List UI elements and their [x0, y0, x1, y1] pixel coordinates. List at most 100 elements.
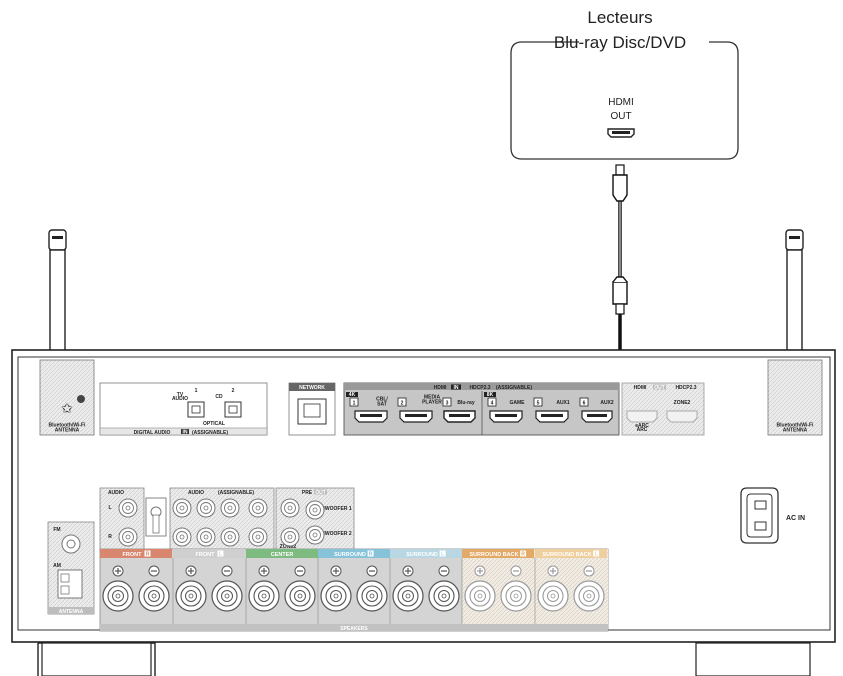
- hdmi-out-badge: OUT: [654, 385, 665, 391]
- rca-jack[interactable]: [280, 498, 300, 518]
- svg-text:GAME: GAME: [510, 400, 526, 406]
- antenna-right: [785, 229, 804, 366]
- source-device: Lecteurs Blu-ray Disc/DVD HDMI OUT: [510, 8, 739, 160]
- svg-text:CBL/SAT: CBL/SAT: [376, 397, 388, 408]
- speaker-terminal[interactable]: [573, 565, 605, 612]
- svg-text:AUX2: AUX2: [600, 400, 614, 406]
- optical-port2-name: CD: [215, 394, 223, 400]
- receiver-hdmi-out-port-2[interactable]: ZONE2: [666, 400, 698, 423]
- rca-jack[interactable]: [248, 527, 268, 547]
- digital-audio-label: DIGITAL AUDIO: [134, 430, 171, 436]
- speaker-group-side: L: [219, 552, 222, 558]
- optical-port-2[interactable]: [224, 401, 242, 418]
- speaker-terminal[interactable]: [356, 565, 388, 612]
- svg-text:4: 4: [491, 401, 494, 407]
- rca-jack[interactable]: [220, 527, 240, 547]
- network-label: NETWORK: [299, 385, 325, 391]
- rca-jacks: [118, 498, 325, 547]
- speaker-group-name: SURROUND: [406, 552, 438, 558]
- rca-jack[interactable]: [305, 525, 325, 545]
- speaker-group-name: SURROUND BACK: [469, 552, 518, 558]
- rca-jack[interactable]: [248, 498, 268, 518]
- digital-audio-assignable: (ASSIGNABLE): [192, 430, 228, 436]
- rca-jack[interactable]: [172, 527, 192, 547]
- am-label: AM: [53, 563, 61, 569]
- speaker-terminal[interactable]: [428, 565, 460, 612]
- pre-out-badge: OUT: [315, 490, 326, 496]
- speaker-terminal[interactable]: [248, 565, 280, 612]
- source-hdmi-out-port[interactable]: [607, 128, 635, 138]
- ac-in-label: AC IN: [786, 515, 805, 522]
- hdmi-in-port-6[interactable]: 6 AUX2: [579, 397, 614, 423]
- hdmi-in-panel: HDMI IN HDCP2.3 (ASSIGNABLE) 4K 8K 1 CBL…: [343, 382, 620, 436]
- phono-ground[interactable]: [145, 497, 167, 537]
- svg-text:Blu-ray: Blu-ray: [457, 400, 474, 406]
- rca-jack[interactable]: [196, 527, 216, 547]
- svg-text:3: 3: [446, 401, 449, 407]
- receiver-foot-right: [695, 642, 811, 676]
- speaker-terminal[interactable]: [211, 565, 243, 612]
- hdmi-in-port-5[interactable]: 5 AUX1: [533, 397, 570, 423]
- hdmi-in-title: HDMI: [434, 385, 447, 391]
- speaker-group: CENTER: [245, 549, 318, 624]
- hdmi-in-group-4k: 4K: [349, 392, 356, 398]
- speaker-group-name: SURROUND: [334, 552, 366, 558]
- source-device-title-line1: Lecteurs: [587, 8, 652, 27]
- speaker-terminal[interactable]: [464, 565, 496, 612]
- am-antenna-terminal[interactable]: [57, 569, 83, 599]
- optical-port2-num: 2: [232, 388, 235, 394]
- svg-text:5: 5: [537, 401, 540, 407]
- speaker-group-side: R: [521, 552, 525, 558]
- rca-jack[interactable]: [196, 498, 216, 518]
- rca-jack[interactable]: [118, 498, 138, 518]
- svg-text:1: 1: [353, 401, 356, 407]
- rca-jack[interactable]: [280, 527, 300, 547]
- fm-antenna-jack[interactable]: [61, 534, 81, 554]
- speaker-terminal[interactable]: [320, 565, 352, 612]
- rca-jack[interactable]: [305, 500, 325, 520]
- audio-in-left: L: [108, 505, 111, 511]
- rca-jack[interactable]: [118, 527, 138, 547]
- speaker-terminal[interactable]: [138, 565, 170, 612]
- optical-port-1[interactable]: [187, 401, 205, 418]
- subwoofer2-label: SUBWOOFER 2: [314, 531, 351, 537]
- hdmi-in-group-8k: 8K: [487, 392, 494, 398]
- network-port[interactable]: NETWORK: [288, 382, 336, 436]
- speaker-terminal[interactable]: [175, 565, 207, 612]
- optical-label: OPTICAL: [203, 421, 225, 427]
- speaker-terminal[interactable]: [102, 565, 134, 612]
- speakers-label: SPEAKERS: [340, 626, 368, 632]
- svg-text:AUX1: AUX1: [556, 400, 570, 406]
- fm-am-antenna-panel: ANTENNA FM AM: [47, 521, 95, 615]
- audio-in-label: AUDIO: [108, 490, 124, 496]
- rca-jack[interactable]: [172, 498, 192, 518]
- hdmi-in-port-1[interactable]: 1 CBL/SAT: [349, 397, 388, 423]
- hdmi-in-port-2[interactable]: 2: [397, 397, 433, 423]
- speaker-terminal[interactable]: [537, 565, 569, 612]
- speaker-group-name: CENTER: [271, 552, 294, 558]
- ac-inlet[interactable]: [740, 487, 779, 544]
- hdmi-plug-bottom: [612, 276, 628, 315]
- speaker-terminal[interactable]: [500, 565, 532, 612]
- speaker-terminal[interactable]: [392, 565, 424, 612]
- hdmi-in-port-4[interactable]: 4 GAME: [487, 397, 526, 423]
- rca-jack[interactable]: [220, 498, 240, 518]
- hdmi-in-hdcp: HDCP2.3: [469, 385, 490, 391]
- speaker-terminal[interactable]: [284, 565, 316, 612]
- digital-audio-in-badge: IN: [183, 430, 188, 436]
